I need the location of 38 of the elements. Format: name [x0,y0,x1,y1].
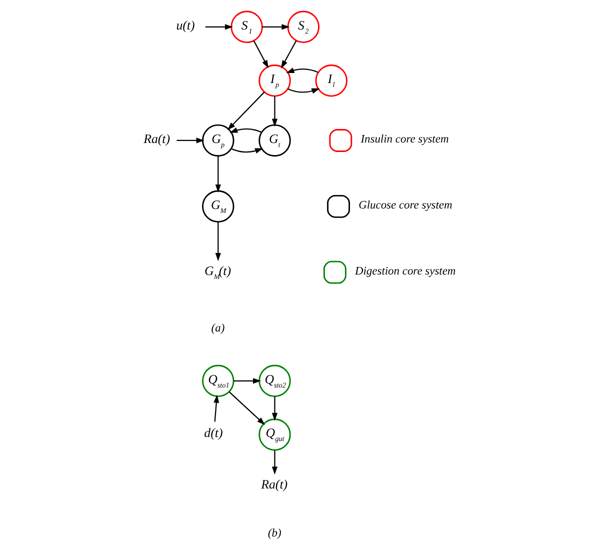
label: (a) [211,322,225,335]
arrow [215,156,221,193]
legend-label: Glucose core system [358,199,452,212]
label: (b) [268,528,282,540]
node-circle: Q$_{sto1}$ [202,364,234,398]
arrow [253,40,268,68]
node-text: G$_{M}$(t) [204,264,231,281]
arrow [281,40,297,68]
arrow [205,24,233,30]
node-circle: S$_{2}$ [287,10,320,44]
arrow [286,68,318,74]
arrow [228,392,266,425]
node-text: Ra(t) [144,132,170,146]
node-circle: G$_{t}$ [258,124,291,157]
arrow [272,396,278,421]
node-circle: G$_{p}$ [202,124,234,157]
arrow [230,128,262,133]
arrow [230,148,264,154]
node-text: Ra(t) [261,477,288,492]
node-circle: I$_{l}$ [315,64,348,97]
legend-label: Insulin core system [360,133,449,146]
arrow [176,138,204,144]
arrow [215,222,221,262]
node-circle: Q$_{sto2}$ [258,364,291,398]
node-text: d(t) [204,426,223,440]
arrow [234,378,262,384]
node-circle: I$_{p}$ [258,64,291,97]
node-text: u(t) [176,18,195,32]
arrow [272,450,278,475]
arrow [262,24,290,30]
legend-label: Digestion core system [354,265,456,278]
arrow [227,92,265,130]
arrow [272,96,278,127]
arrow [214,394,220,422]
node-circle: S$_{1}$ [230,10,263,44]
arrow [288,88,320,94]
node-circle: G$_{M}$ [202,190,234,223]
node-circle: Q$_{gut}$ [258,418,291,451]
